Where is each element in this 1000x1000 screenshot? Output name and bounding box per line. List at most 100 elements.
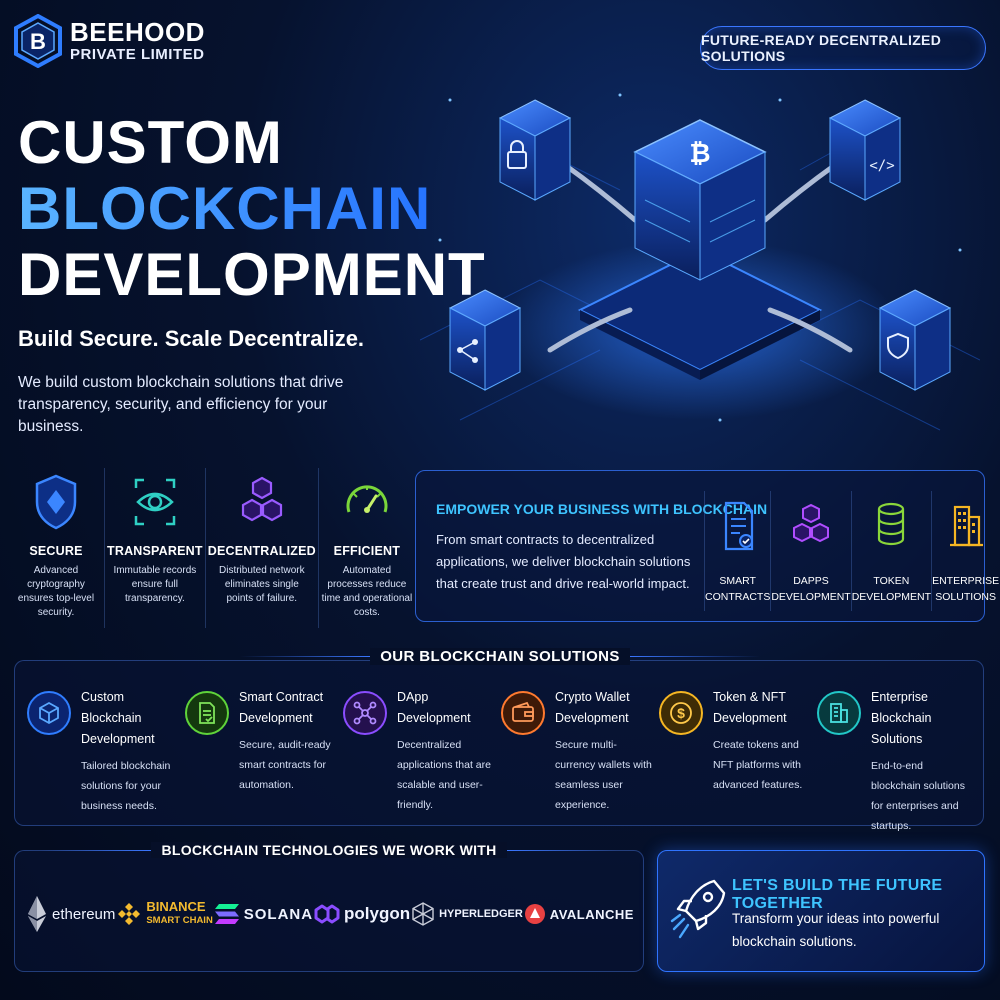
empower-item-dapps[interactable]: DAPPS DEVELOPMENT [770, 491, 851, 611]
svg-text:₿: ₿ [689, 139, 710, 169]
svg-text:$: $ [677, 705, 685, 721]
tech-name: polygon [344, 904, 411, 923]
feature-desc: Immutable records ensure full transparen… [113, 565, 197, 604]
code-cube: </> [828, 99, 902, 201]
contract-icon [185, 691, 229, 735]
central-bitcoin-cube: ₿ [633, 119, 767, 281]
tech-binance[interactable]: BINANCE SMART CHAIN [116, 900, 213, 928]
features-row: SECURE Advanced cryptography ensures top… [8, 468, 412, 628]
feature-title: DECENTRALIZED [207, 544, 316, 558]
solution-smart-contract[interactable]: Smart Contract Development Secure, audit… [185, 687, 343, 815]
solution-title: Custom Blockchain Development [81, 690, 155, 746]
empower-item-enterprise[interactable]: ENTERPRISE SOLUTIONS [931, 491, 999, 611]
solutions-heading-text: OUR BLOCKCHAIN SOLUTIONS [370, 648, 630, 665]
feature-decentralized: DECENTRALIZED Distributed network elimin… [206, 468, 319, 628]
solution-enterprise[interactable]: Enterprise Blockchain Solutions End-to-e… [817, 687, 975, 832]
feature-desc: Distributed network eliminates single po… [219, 565, 305, 604]
cta-description: Transform your ideas into powerful block… [732, 911, 940, 949]
document-check-icon [724, 501, 753, 551]
empower-item-label-1: ENTERPRISE [932, 575, 1000, 587]
solution-custom-blockchain[interactable]: Custom Blockchain Development Tailored b… [27, 687, 185, 815]
building-icon [817, 691, 861, 735]
cube-icon [27, 691, 71, 735]
wallet-icon [501, 691, 545, 735]
technology-logos: ethereum BINANCE SMART CHAIN SOLANA poly… [20, 886, 640, 942]
solutions-heading: OUR BLOCKCHAIN SOLUTIONS [0, 648, 1000, 665]
network-nodes-icon [343, 691, 387, 735]
divider [629, 656, 760, 657]
solution-desc: Decentralized applications that are scal… [397, 739, 491, 811]
brand-name: BEEHOOD [70, 17, 205, 47]
tech-ethereum[interactable]: ethereum [26, 894, 115, 934]
cta-title: LET'S BUILD THE FUTURE TOGETHER [732, 877, 943, 912]
empower-item-label-2: DEVELOPMENT [851, 591, 932, 603]
hero-title-line3: DEVELOPMENT [18, 241, 486, 308]
solution-token-nft[interactable]: $ Token & NFT Development Create tokens … [659, 687, 817, 815]
divider [506, 849, 617, 851]
hero-subtitle: Build Secure. Scale Decentralize. [18, 326, 365, 351]
tech-name: HYPERLEDGER [439, 908, 523, 920]
solution-desc: Tailored blockchain solutions for your b… [81, 760, 171, 812]
building-icon [949, 505, 983, 547]
solution-dapp[interactable]: DApp Development Decentralized applicati… [343, 687, 501, 815]
divider [41, 849, 152, 851]
feature-desc: Advanced cryptography ensures top-level … [17, 565, 95, 618]
svg-text:B: B [30, 29, 46, 54]
feature-title: EFFICIENT [333, 544, 401, 558]
solana-icon [214, 904, 239, 924]
lock-cube [498, 99, 572, 201]
empower-item-label-1: TOKEN [873, 575, 910, 587]
feature-transparent: TRANSPARENT Immutable records ensure ful… [105, 468, 206, 628]
solution-desc: Secure multi-currency wallets with seaml… [555, 739, 652, 811]
shield-icon [35, 474, 77, 530]
brand-logo[interactable]: B BEEHOOD PRIVATE LIMITED [14, 14, 205, 68]
empower-item-label-1: DAPPS [793, 575, 829, 587]
technologies-heading-text: BLOCKCHAIN TECHNOLOGIES WE WORK WITH [151, 842, 507, 858]
tech-name: SOLANA [243, 905, 314, 923]
feature-title: TRANSPARENT [107, 544, 203, 558]
hero-description: We build custom blockchain solutions tha… [18, 374, 344, 435]
tech-avalanche[interactable]: AVALANCHE [524, 903, 634, 925]
solution-title: Crypto Wallet Development [555, 690, 630, 725]
solutions-panel: Custom Blockchain Development Tailored b… [14, 660, 984, 832]
cta-panel[interactable]: LET'S BUILD THE FUTURE TOGETHER Transfor… [657, 850, 985, 972]
eye-icon [134, 478, 176, 526]
coin-stack-icon [878, 502, 905, 546]
tech-solana[interactable]: SOLANA [214, 903, 313, 925]
solution-title: Smart Contract Development [239, 690, 324, 725]
tagline-pill: FUTURE-READY DECENTRALIZED SOLUTIONS [700, 26, 986, 70]
solution-crypto-wallet[interactable]: Crypto Wallet Development Secure multi-c… [501, 687, 659, 815]
feature-secure: SECURE Advanced cryptography ensures top… [8, 468, 105, 628]
hero-title: CUSTOM BLOCKCHAIN DEVELOPMENT [18, 110, 486, 308]
cubes-icon [793, 503, 830, 543]
svg-text:</>: </> [869, 158, 894, 174]
blockchain-cubes-illustration: ₿ </> [420, 93, 980, 431]
shield-cube [878, 289, 952, 391]
solution-title: Enterprise Blockchain Solutions [871, 690, 932, 746]
cubes-icon [241, 476, 282, 522]
tech-name: BINANCE [146, 899, 206, 914]
solution-desc: Secure, audit-ready smart contracts for … [239, 739, 331, 791]
empower-item-token[interactable]: TOKEN DEVELOPMENT [850, 491, 932, 611]
hero-title-line1: CUSTOM [18, 109, 283, 176]
ethereum-icon [28, 896, 46, 932]
gauge-icon [346, 485, 388, 513]
empower-item-label-2: SOLUTIONS [935, 591, 996, 603]
empower-item-label-2: CONTRACTS [705, 591, 771, 603]
solution-title: DApp Development [397, 690, 471, 725]
empower-title: EMPOWER YOUR BUSINESS WITH BLOCKCHAIN [436, 501, 768, 517]
tech-name: AVALANCHE [549, 906, 634, 922]
network-cube [448, 289, 522, 391]
feature-desc: Automated processes reduce time and oper… [321, 565, 413, 618]
tech-polygon[interactable]: polygon [314, 902, 410, 926]
tech-hyperledger[interactable]: HYPERLEDGER [411, 901, 523, 927]
dollar-coin-icon: $ [659, 691, 703, 735]
hero-title-line2: BLOCKCHAIN [18, 176, 486, 242]
empower-description: From smart contracts to decentralized ap… [436, 532, 691, 591]
empower-item-label-2: DEVELOPMENT [771, 591, 851, 603]
avalanche-icon [524, 904, 545, 924]
tech-name-sub: SMART CHAIN [146, 915, 213, 926]
chain-links [547, 162, 853, 353]
